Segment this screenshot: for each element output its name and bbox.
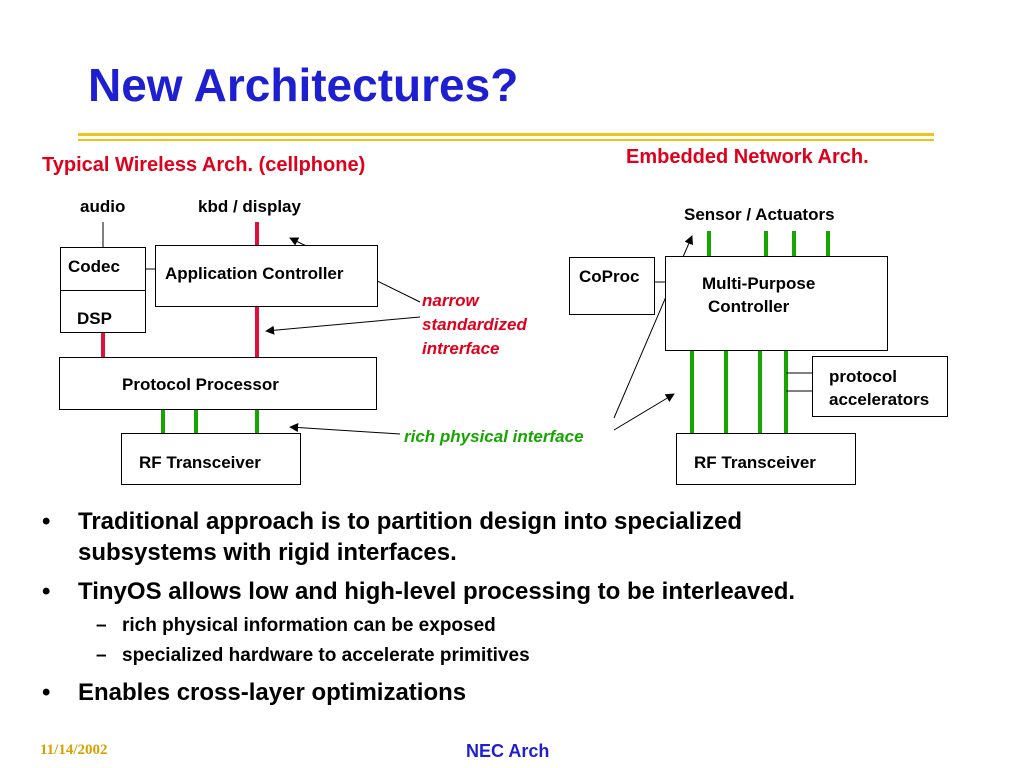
protocol-processor-box: Protocol Processor: [59, 357, 377, 410]
right-heading: Embedded Network Arch.: [626, 146, 869, 168]
sensor-actuators-label: Sensor / Actuators: [684, 205, 835, 224]
sub-bullet-text: specialized hardware to accelerate primi…: [122, 645, 530, 666]
narrow-line-2: standardized: [422, 315, 527, 334]
sub-bullet-dash: –: [96, 615, 107, 636]
mpc-label-line-1: Multi-Purpose: [702, 274, 816, 293]
application-controller-label: Application Controller: [165, 264, 344, 283]
narrow-arrow-mid: [265, 316, 421, 335]
bullet-item: • Enables cross-layer optimizations: [40, 677, 1000, 708]
mpc-label-line-2: Controller: [708, 297, 790, 316]
coproc-label: CoProc: [579, 267, 640, 286]
multi-purpose-controller-box: Multi-Purpose Controller: [665, 256, 888, 351]
codec-label: Codec: [68, 257, 120, 276]
rf-transceiver-left-box: RF Transceiver: [121, 433, 301, 485]
title-rule-top: [78, 133, 934, 136]
bullet-text-line-2: subsystems with rigid interfaces.: [78, 539, 457, 566]
protocol-accelerators-box: protocol accelerators: [812, 356, 948, 417]
rf-transceiver-right-box: RF Transceiver: [676, 433, 856, 485]
protocol-processor-label: Protocol Processor: [122, 375, 279, 394]
title-rule-bottom: [78, 139, 934, 141]
coproc-box: CoProc: [569, 257, 655, 315]
protocol-accel-line-2: accelerators: [829, 390, 930, 409]
rich-arrow-left: [289, 423, 401, 435]
kbd-display-label: kbd / display: [198, 197, 301, 216]
sub-bullet-item: – rich physical information can be expos…: [40, 611, 1000, 641]
application-controller-box: Application Controller: [155, 245, 378, 307]
dsp-box: DSP: [60, 290, 146, 333]
bullet-text: Enables cross-layer optimizations: [78, 679, 467, 706]
bullet-text: TinyOS allows low and high-level process…: [78, 578, 796, 605]
bullet-dot: •: [42, 679, 51, 706]
bullet-dot: •: [42, 578, 51, 605]
protocol-accel-line-1: protocol: [829, 367, 897, 386]
left-heading: Typical Wireless Arch. (cellphone): [42, 154, 366, 176]
dsp-label: DSP: [77, 309, 112, 328]
narrow-interface-note: narrow standardized intrerface: [422, 289, 527, 361]
footer-center-text: NEC Arch: [466, 741, 550, 761]
sub-bullet-item: – specialized hardware to accelerate pri…: [40, 641, 1000, 671]
footer-date: 11/14/2002: [40, 742, 108, 758]
bullet-item: • Traditional approach is to partition d…: [40, 506, 1000, 568]
slide-title: New Architectures?: [88, 59, 519, 111]
rf-transceiver-right-label: RF Transceiver: [694, 453, 816, 472]
audio-label: audio: [80, 197, 126, 216]
narrow-line-1: narrow: [422, 291, 479, 310]
bullet-text-line-1: Traditional approach is to partition des…: [78, 508, 743, 535]
bullet-dot: •: [42, 508, 51, 535]
sub-bullet-dash: –: [96, 645, 107, 666]
bullet-list: • Traditional approach is to partition d…: [40, 506, 1000, 716]
rich-physical-interface-note: rich physical interface: [404, 427, 584, 446]
sub-bullet-text: rich physical information can be exposed: [122, 615, 496, 636]
rf-transceiver-left-label: RF Transceiver: [139, 453, 261, 472]
codec-box: Codec: [60, 247, 146, 291]
rich-arrow-right-low: [613, 393, 675, 431]
narrow-line-3: intrerface: [422, 339, 500, 358]
bullet-item: • TinyOS allows low and high-level proce…: [40, 576, 1000, 607]
